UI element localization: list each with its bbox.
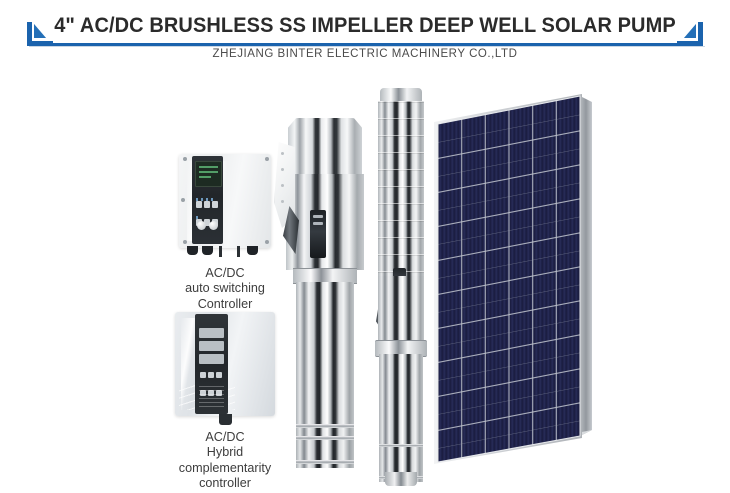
controller-auto-cable-glands (185, 246, 267, 257)
solar-panel-illustration (434, 94, 592, 464)
controller-hybrid-led-row (200, 319, 225, 332)
controller-auto-display (195, 161, 222, 187)
product-solar-panel[interactable] (430, 92, 610, 482)
controller-hybrid-display-1 (199, 328, 224, 338)
controller-auto-knob-left (197, 221, 206, 230)
controller-auto-image (135, 152, 315, 257)
caption-line: AC/DC (205, 430, 245, 444)
pump-slim-outlet-cap (380, 88, 422, 102)
caption-line: Controller (197, 296, 253, 311)
product-controller-hybrid[interactable]: AC/DC Hybrid complementarity controller (135, 310, 315, 492)
controller-hybrid-caption: AC/DC Hybrid complementarity controller (135, 430, 315, 492)
corner-bracket-right-icon (677, 22, 703, 46)
pump-slim-band-upper (379, 444, 423, 447)
controller-auto-caption: AC/DC auto switching Controller (135, 266, 315, 312)
controller-hybrid-label-plate (199, 386, 224, 408)
product-pump-wide[interactable] (272, 118, 378, 468)
controller-hybrid-display-2 (199, 341, 224, 351)
title-underline (27, 43, 703, 46)
pump-wide-band-lower (296, 460, 354, 464)
caption-line: controller (199, 476, 251, 491)
solar-panel-inner-edge (437, 95, 581, 463)
company-name: ZHEJIANG BINTER ELECTRIC MACHINERY CO.,L… (212, 48, 518, 60)
controller-hybrid-display-3 (199, 354, 224, 364)
product-pump-slim[interactable] (368, 88, 436, 486)
controller-hybrid-image (135, 310, 315, 425)
controller-auto-keypad (195, 196, 220, 226)
controller-auto-knob-right (209, 221, 218, 230)
controller-auto-led-row (196, 188, 219, 219)
caption-line: auto switching (185, 281, 265, 296)
caption-line: AC/DC (205, 266, 245, 280)
controller-hybrid-panel (195, 314, 228, 414)
title-underline-shadow (29, 46, 705, 47)
controller-hybrid-keypad (199, 366, 225, 396)
caption-line: Hybrid (206, 445, 244, 460)
banner-header: 4" AC/DC BRUSHLESS SS IMPELLER DEEP WELL… (0, 0, 730, 75)
pump-wide-motor-barrel (296, 282, 354, 432)
page-title: 4" AC/DC BRUSHLESS SS IMPELLER DEEP WELL… (54, 13, 676, 37)
controller-hybrid-cable-gland (219, 414, 232, 425)
controller-auto-panel (192, 156, 223, 244)
pump-slim-intake-housing (378, 276, 424, 344)
pump-slim-motor-barrel (379, 354, 423, 482)
product-controller-auto-switching[interactable]: AC/DC auto switching Controller (135, 152, 315, 312)
solar-panel-cell-grid-horizontal (438, 124, 580, 433)
pump-slim-stage-stack (378, 101, 424, 277)
pump-wide-band-mid (296, 436, 354, 440)
solar-panel-busbars (438, 108, 580, 451)
solar-panel-side-edge (580, 96, 592, 436)
pump-slim-motor-end (385, 472, 417, 486)
pump-wide-motor-window (310, 210, 326, 258)
pump-wide-band-upper (296, 424, 354, 428)
caption-line: complementarity (178, 460, 272, 475)
pump-wide-discharge-head (288, 118, 362, 178)
corner-bracket-left-icon (27, 22, 53, 46)
